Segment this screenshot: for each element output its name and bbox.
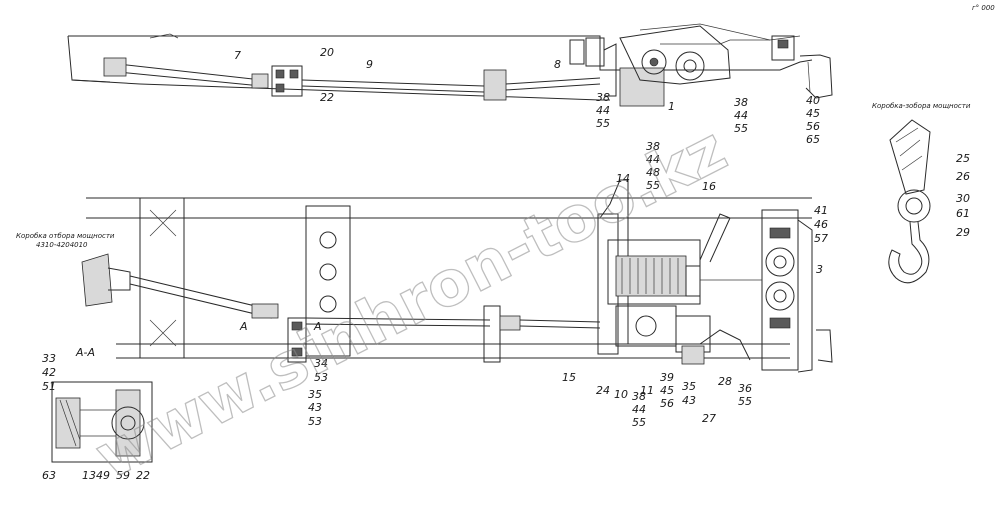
label-44: 44 — [632, 403, 646, 416]
label-41: 41 — [814, 204, 828, 217]
label-14: 14 — [616, 172, 630, 185]
label-33: 33 — [42, 352, 56, 365]
plan-chassis-view — [81, 179, 833, 373]
label-11: 11 — [640, 384, 654, 397]
hook-detail — [888, 119, 931, 284]
label-55: 55 — [632, 416, 646, 429]
label-43: 43 — [682, 394, 696, 407]
label-1: 1 — [668, 100, 675, 113]
label-45: 45 — [660, 384, 674, 397]
label-26: 26 — [956, 170, 970, 183]
label-55: 55 — [646, 179, 660, 192]
label-48: 48 — [646, 166, 660, 179]
section-marker-a: A — [239, 320, 248, 333]
label-63: 63 — [42, 469, 56, 482]
label-43: 43 — [308, 401, 322, 414]
label-49: 49 — [96, 469, 110, 482]
label-38: 38 — [734, 96, 748, 109]
label-59: 59 — [116, 469, 130, 482]
label-53: 53 — [314, 371, 328, 384]
label-53: 53 — [308, 415, 322, 428]
label-42: 42 — [42, 366, 56, 379]
corner-mark: г° 000 — [972, 4, 995, 12]
label-13: 13 — [82, 469, 96, 482]
note-pto-line2: 4310-4204010 — [36, 241, 88, 249]
label-39: 39 — [660, 371, 674, 384]
section-label: A-A — [75, 346, 95, 359]
label-24: 24 — [596, 384, 610, 397]
label-55: 55 — [738, 395, 752, 408]
note-hook: Коробка-зобора мощности — [872, 102, 971, 110]
label-7: 7 — [234, 49, 241, 62]
label-20: 20 — [320, 46, 334, 59]
label-10: 10 — [614, 388, 628, 401]
section-marker-a: A — [313, 320, 322, 333]
label-45: 45 — [806, 107, 820, 120]
label-38: 38 — [596, 91, 610, 104]
label-9: 9 — [366, 58, 373, 71]
label-35: 35 — [308, 388, 322, 401]
label-44: 44 — [646, 153, 660, 166]
label-27: 27 — [702, 412, 716, 425]
section-detail — [51, 381, 153, 463]
label-65: 65 — [806, 133, 820, 146]
label-16: 16 — [702, 180, 716, 193]
label-56: 56 — [660, 397, 674, 410]
label-8: 8 — [554, 58, 561, 71]
top-chassis-view — [67, 23, 833, 107]
label-44: 44 — [734, 109, 748, 122]
label-34: 34 — [314, 357, 328, 370]
label-55: 55 — [734, 122, 748, 135]
watermark: www.sinhron-too.kz — [84, 112, 738, 493]
label-3: 3 — [816, 263, 823, 276]
label-36: 36 — [738, 382, 752, 395]
label-22: 22 — [136, 469, 150, 482]
label-30: 30 — [956, 192, 970, 205]
label-46: 46 — [814, 218, 828, 231]
label-22: 22 — [320, 91, 334, 104]
label-35: 35 — [682, 380, 696, 393]
label-25: 25 — [956, 152, 970, 165]
label-57: 57 — [814, 232, 828, 245]
part-labels: 7 20 9 22 8 38 44 55 1 38 44 55 40 45 56… — [42, 46, 970, 482]
label-44: 44 — [596, 104, 610, 117]
label-28: 28 — [718, 375, 732, 388]
label-55: 55 — [596, 117, 610, 130]
label-56: 56 — [806, 120, 820, 133]
label-38: 38 — [632, 390, 646, 403]
label-40: 40 — [806, 94, 820, 107]
label-15: 15 — [562, 371, 576, 384]
label-29: 29 — [956, 226, 970, 239]
label-38: 38 — [646, 140, 660, 153]
label-51: 51 — [42, 380, 56, 393]
label-61: 61 — [956, 207, 970, 220]
note-pto-line1: Коробка отбора мощности — [16, 232, 115, 240]
